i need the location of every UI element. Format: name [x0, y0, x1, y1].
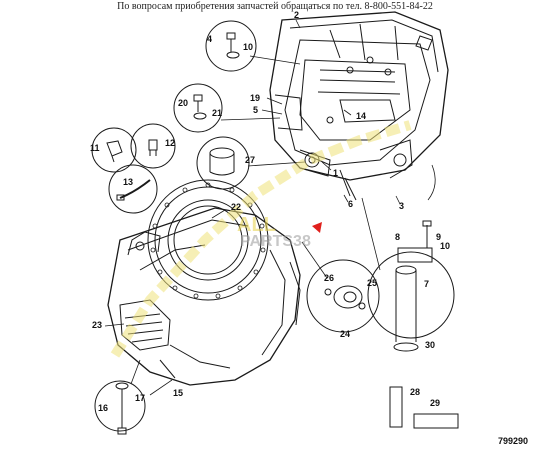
callout-12: 12 [165, 138, 175, 148]
callout-9: 9 [436, 232, 441, 242]
detail-hose-13 [108, 164, 158, 214]
callout-labels: 2 4 10 20 21 19 5 14 11 12 27 13 1 6 3 2… [90, 10, 528, 446]
callout-10-right: 10 [440, 241, 450, 251]
callout-22: 22 [231, 202, 241, 212]
callout-8: 8 [395, 232, 400, 242]
callout-10: 10 [243, 42, 253, 52]
watermark-line2: PARTS38 [240, 233, 311, 250]
watermark: ALL PARTS38 [110, 120, 412, 358]
callout-7: 7 [424, 279, 429, 289]
callout-2: 2 [294, 10, 299, 20]
callout-17: 17 [135, 393, 145, 403]
bolt-ring-detail [150, 182, 266, 299]
sticker-28 [389, 386, 403, 428]
callout-1: 1 [333, 168, 338, 178]
sticker-29 [413, 413, 459, 429]
detail-bolt-16-17 [94, 380, 146, 435]
callout-20: 20 [178, 98, 188, 108]
callout-11: 11 [90, 143, 100, 153]
callout-28: 28 [410, 387, 420, 397]
detail-bearing-24-26 [306, 259, 380, 333]
callout-6: 6 [348, 199, 353, 209]
callout-5: 5 [253, 105, 258, 115]
callout-29: 29 [430, 398, 440, 408]
watermark-line1: ALL [237, 214, 276, 236]
callout-25: 25 [367, 278, 377, 288]
callout-16: 16 [98, 403, 108, 413]
callout-15: 15 [173, 388, 183, 398]
detail-fitting-12 [130, 123, 176, 169]
callout-30: 30 [425, 340, 435, 350]
callout-27: 27 [245, 155, 255, 165]
leader-lines [104, 19, 436, 396]
detail-bolt-20-21 [173, 83, 223, 133]
callout-3: 3 [399, 201, 404, 211]
callout-4: 4 [207, 34, 212, 44]
callout-13: 13 [123, 177, 133, 187]
drawing-number: 799290 [498, 436, 528, 446]
lower-frame-drawing [107, 179, 301, 386]
detail-fitting-11 [91, 127, 137, 173]
red-marker [312, 222, 322, 233]
callout-26: 26 [324, 273, 334, 283]
detail-bush-27 [196, 136, 250, 190]
header-contact-text: По вопросам приобретения запчастей обращ… [117, 1, 433, 12]
callout-23: 23 [92, 320, 102, 330]
callout-21: 21 [212, 108, 222, 118]
detail-cylinder-7-30 [367, 220, 455, 352]
detail-bolt-4-10 [205, 20, 257, 72]
callout-19: 19 [250, 93, 260, 103]
callout-24: 24 [340, 329, 350, 339]
callout-14: 14 [356, 111, 366, 121]
